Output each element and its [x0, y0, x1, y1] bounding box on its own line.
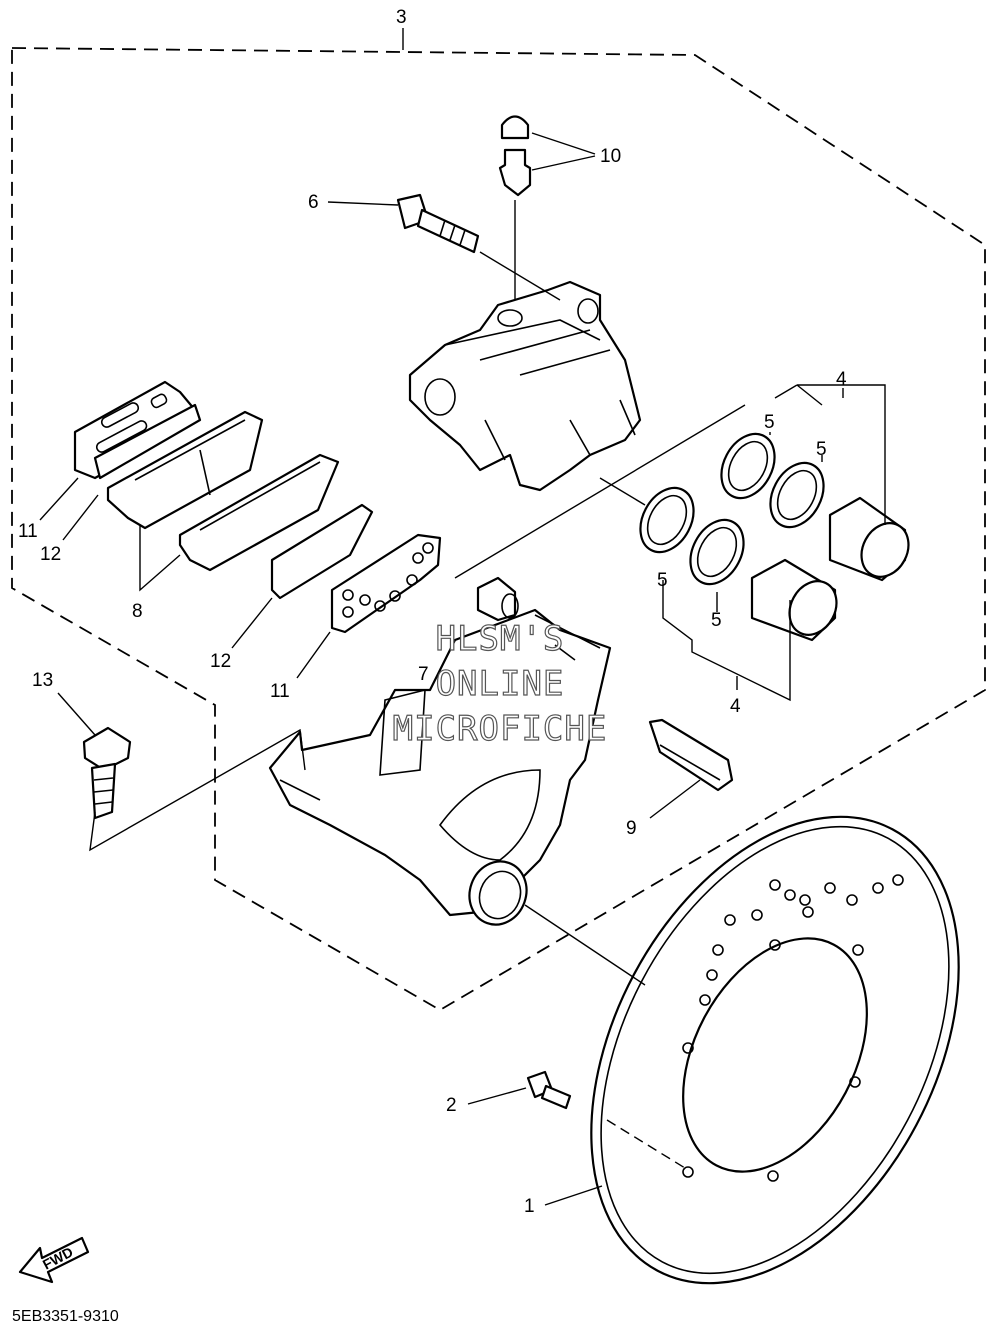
piston-upper[interactable] — [828, 496, 918, 585]
callout-5-b: 5 — [816, 439, 827, 460]
fwd-arrow-icon: FWD — [18, 1236, 90, 1284]
callout-4-lower: 4 — [730, 696, 741, 717]
callout-2: 2 — [446, 1095, 457, 1116]
caliper-body[interactable] — [408, 280, 642, 492]
callout-3: 3 — [396, 7, 407, 28]
disc-bolt[interactable] — [526, 1070, 572, 1110]
callout-7: 7 — [418, 664, 429, 685]
piston-lower[interactable] — [750, 558, 846, 643]
slide-pin-boot[interactable] — [476, 576, 519, 622]
callout-11-lower: 11 — [270, 681, 290, 702]
svg-text:HLSM'S: HLSM'S — [436, 619, 565, 659]
piston-seal-3[interactable] — [630, 479, 704, 562]
pad-shim-upper[interactable] — [93, 403, 202, 480]
caliper-bolt[interactable] — [396, 193, 480, 254]
watermark: HLSM'S ONLINE MICROFICHE — [392, 618, 608, 749]
pad-spring[interactable] — [648, 718, 734, 792]
caliper-bracket[interactable] — [268, 608, 612, 933]
bracket-bolt[interactable] — [82, 726, 132, 820]
callout-12-upper: 12 — [40, 544, 61, 565]
callout-5-c: 5 — [657, 570, 668, 591]
brake-disc[interactable] — [516, 754, 1000, 1335]
callout-6: 6 — [308, 192, 319, 213]
piston-seal-1[interactable] — [711, 425, 785, 508]
diagram-code: 5EB3351-9310 — [12, 1308, 119, 1325]
callout-5-d: 5 — [711, 610, 722, 631]
callout-11-upper: 11 — [18, 521, 38, 542]
svg-text:MICROFICHE: MICROFICHE — [393, 709, 608, 749]
pad-shim-lower[interactable] — [270, 503, 374, 600]
bleed-valve-cap[interactable] — [498, 115, 532, 197]
callout-13: 13 — [32, 670, 53, 691]
piston-seal-4[interactable] — [680, 511, 754, 594]
svg-text:ONLINE: ONLINE — [436, 664, 565, 704]
callout-4-upper: 4 — [836, 369, 847, 390]
brake-pad-lower[interactable] — [178, 453, 340, 572]
callout-9: 9 — [626, 818, 637, 839]
callout-8: 8 — [132, 601, 143, 622]
brake-pad-upper[interactable] — [106, 410, 264, 530]
callout-10: 10 — [600, 146, 621, 167]
piston-seal-2[interactable] — [760, 454, 834, 537]
callout-5-a: 5 — [764, 412, 775, 433]
callout-1: 1 — [524, 1196, 535, 1217]
assembly-boundary — [11, 47, 986, 1012]
pad-clip-lower[interactable] — [330, 533, 442, 634]
callout-12-lower: 12 — [210, 651, 231, 672]
